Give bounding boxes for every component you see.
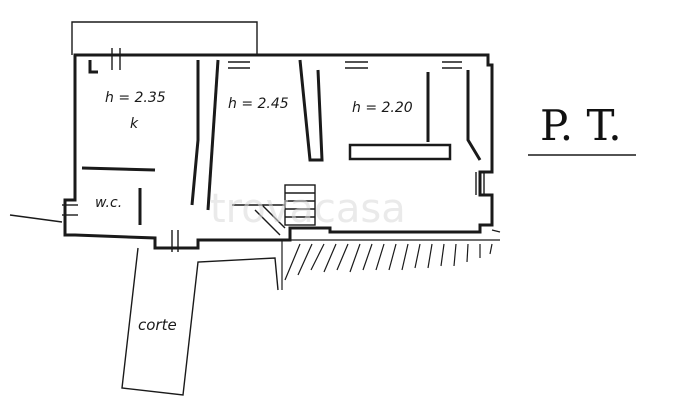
wall-kitchen-left-stub [88,60,98,74]
plan-title: P. T. [540,101,622,150]
middle-height-label: h = 2.45 [228,96,289,112]
construction-line-right [491,229,501,233]
wall-middle-left [206,59,220,211]
wall-right-pier [466,70,482,161]
outer-wall [63,53,494,250]
wall-middle-right [298,59,324,162]
window-marks [62,48,485,252]
staircase [232,184,316,236]
courtyard-label: corte [138,316,177,334]
right-height-label: h = 2.20 [352,100,413,116]
upper-terrace-outline [71,21,258,55]
construction-line [9,214,63,223]
wall-wc-top [81,166,156,172]
hatched-ground [281,239,500,290]
watermark: trovacasa [210,186,406,232]
kitchen-name-label: k [130,116,139,132]
kitchen-height-label: h = 2.35 [105,90,166,106]
wc-label: w.c. [95,195,122,211]
courtyard-outline [121,247,279,396]
counter-block [348,143,452,161]
wall-kitchen-right [190,60,200,206]
